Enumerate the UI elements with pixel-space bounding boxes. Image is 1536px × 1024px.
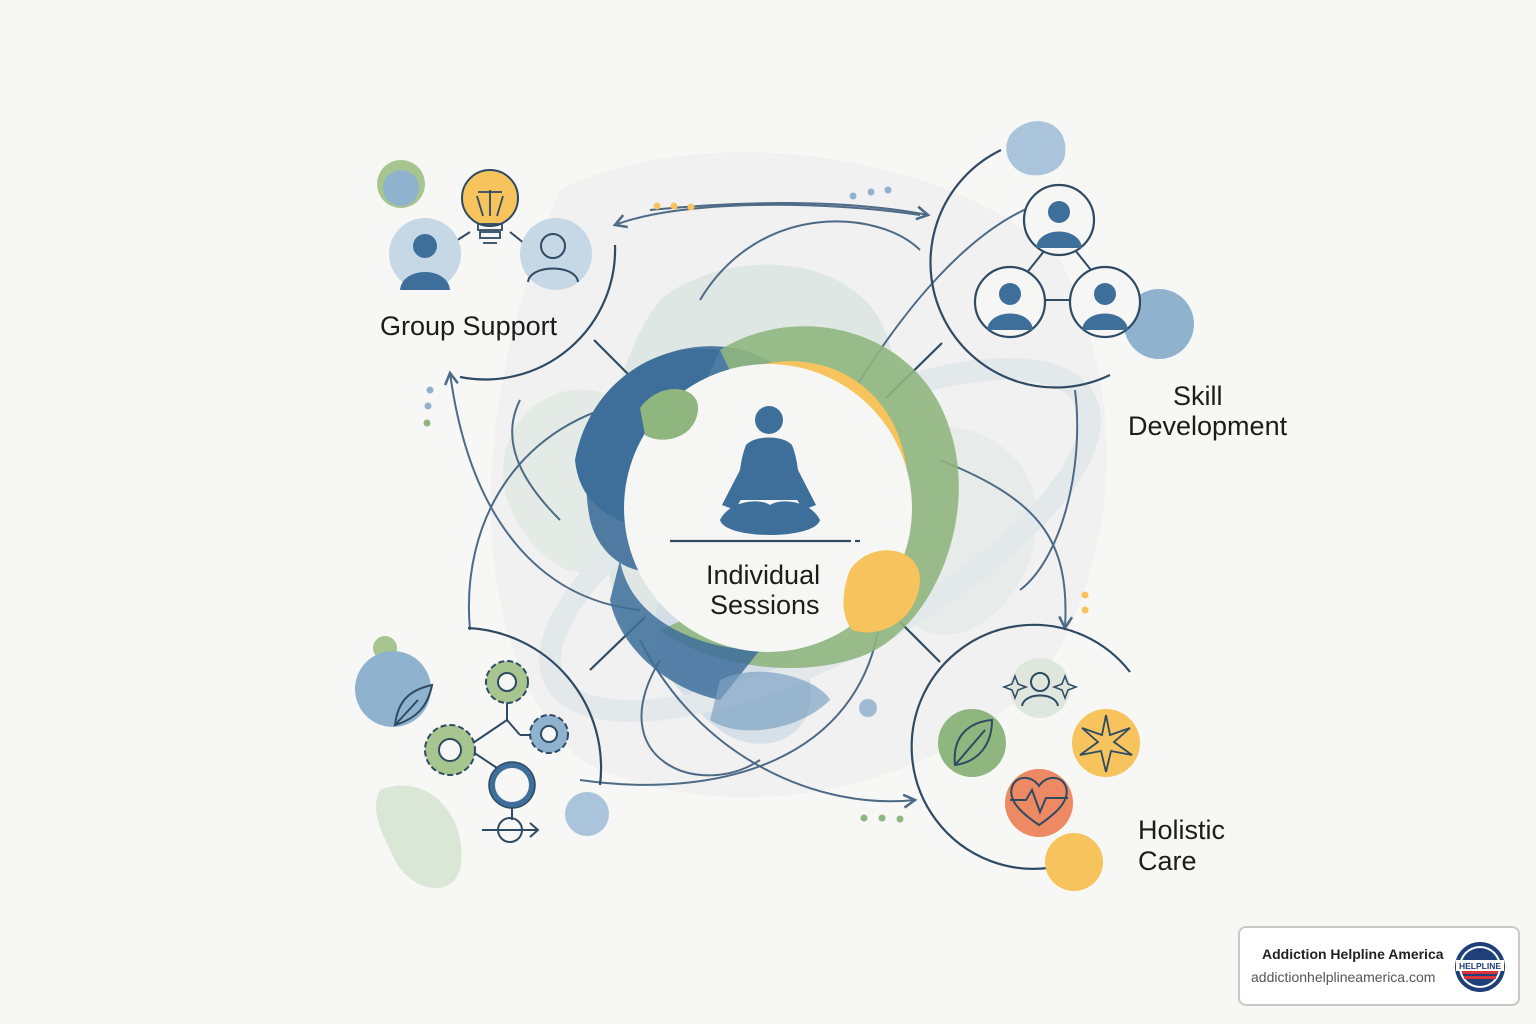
holistic-care-label-line1: Holistic (1138, 815, 1226, 845)
leaf-icon (938, 709, 1006, 777)
lightbulb-icon (461, 169, 519, 244)
center-node (575, 326, 959, 731)
helpline-badge[interactable]: Addiction Helpline America addictionhelp… (1238, 926, 1520, 1006)
center-label-line1: Individual (706, 560, 821, 590)
skill-development-label-line2: Development (1128, 411, 1288, 441)
skill-development-label-line1: Skill (1173, 381, 1223, 411)
process-node (355, 626, 609, 843)
person-icon (1022, 183, 1096, 257)
svg-text:HELPLINE: HELPLINE (1459, 961, 1501, 971)
person-sparkle-icon (1001, 658, 1079, 718)
decorative-dots (423, 186, 1089, 823)
gear-icon (424, 724, 476, 776)
skill-development-node (929, 121, 1194, 389)
holistic-care-node (910, 623, 1140, 891)
gear-icon (485, 660, 529, 704)
arrow-right-icon (482, 817, 540, 843)
group-support-label: Group Support (380, 311, 558, 341)
holistic-care-label-line2: Care (1138, 846, 1197, 876)
person-icon (973, 265, 1047, 339)
center-label-line2: Sessions (710, 590, 820, 620)
badge-url[interactable]: addictionhelplineamerica.com (1251, 969, 1436, 985)
ring-icon (488, 761, 536, 809)
heartbeat-icon (1005, 769, 1073, 837)
badge-name: Addiction Helpline America (1262, 946, 1444, 962)
person-outline-icon (520, 218, 592, 290)
meditation-person-icon (720, 406, 820, 535)
person-icon (389, 218, 461, 290)
helpline-seal-logo: HELPLINE (1455, 942, 1505, 992)
person-icon (1068, 265, 1142, 339)
leaf-icon (393, 683, 434, 727)
gear-icon (529, 714, 569, 754)
group-support-node (377, 160, 617, 381)
starburst-icon (1072, 709, 1140, 777)
